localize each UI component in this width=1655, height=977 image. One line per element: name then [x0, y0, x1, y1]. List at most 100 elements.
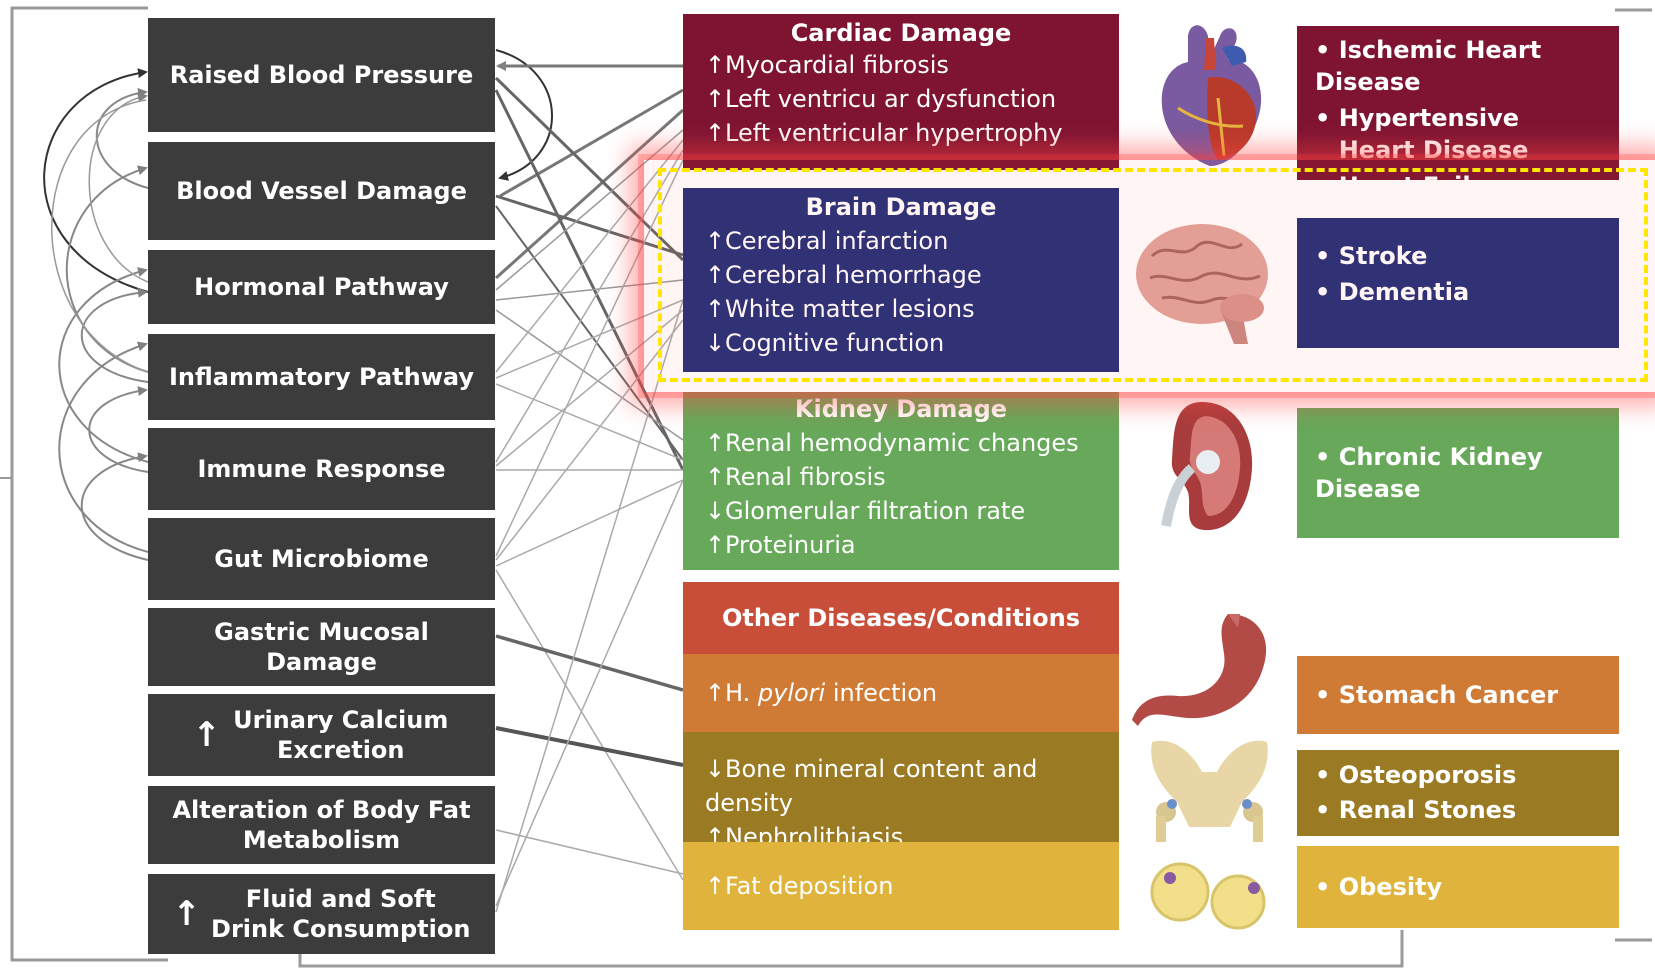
- kidney-diseases-box: • Chronic Kidney Disease: [1297, 408, 1619, 538]
- list-item: ↑Cerebral infarction: [683, 224, 1119, 258]
- disease-item: • Ischemic Heart Disease: [1315, 34, 1619, 98]
- brain-icon: [1132, 216, 1277, 346]
- mechanism-label: Urinary Calcium Excretion: [231, 705, 451, 765]
- disease-label: Renal Stones: [1339, 796, 1517, 824]
- list-item: ↑Renal hemodynamic changes: [683, 426, 1119, 460]
- mechanism-body-fat-metabolism: Alteration of Body Fat Metabolism: [148, 786, 495, 864]
- item-text: Renal fibrosis: [725, 463, 886, 491]
- panel-title: Brain Damage: [683, 190, 1119, 224]
- list-item: ↓Cognitive function: [683, 326, 1119, 360]
- arrow-icon: ↑: [705, 258, 725, 292]
- list-item: ↓Glomerular filtration rate: [683, 494, 1119, 528]
- bullet-icon: •: [1315, 172, 1330, 200]
- mechanism-label: Inflammatory Pathway: [169, 362, 474, 392]
- bullet-icon: •: [1315, 873, 1330, 901]
- up-arrow-icon: ↑: [172, 897, 201, 931]
- arrow-icon: ↑: [705, 676, 725, 710]
- mechanism-raised-blood-pressure: Raised Blood Pressure: [148, 18, 495, 132]
- mechanism-label: Blood Vessel Damage: [176, 176, 467, 206]
- mechanism-label: Hormonal Pathway: [194, 272, 449, 302]
- disease-label: Dementia: [1339, 278, 1469, 306]
- list-item: ↑Myocardial fibrosis: [683, 48, 1119, 82]
- mechanism-hormonal-pathway: Hormonal Pathway: [148, 250, 495, 324]
- arrow-icon: ↓: [705, 494, 725, 528]
- cardiac-diseases-box: • Ischemic Heart Disease • Hypertensive …: [1297, 26, 1619, 180]
- list-item: ↑Proteinuria: [683, 528, 1119, 562]
- mechanism-inflammatory-pathway: Inflammatory Pathway: [148, 334, 495, 420]
- bullet-icon: •: [1315, 681, 1330, 709]
- list-item: ↑Left ventricu ar dysfunction: [683, 82, 1119, 116]
- bullet-icon: •: [1315, 104, 1330, 132]
- disease-item: • Heart Failure: [1315, 170, 1619, 202]
- arrow-icon: ↑: [705, 292, 725, 326]
- stomach-icon: [1128, 608, 1278, 728]
- disease-item: • Chronic Kidney Disease: [1315, 441, 1619, 505]
- list-item: ↑White matter lesions: [683, 292, 1119, 326]
- item-text: Cognitive function: [725, 329, 944, 357]
- arrow-icon: ↑: [705, 82, 725, 116]
- disease-label: Osteoporosis: [1339, 761, 1517, 789]
- list-item: ↑Fat deposition: [683, 869, 893, 903]
- disease-item: • Renal Stones: [1315, 793, 1619, 828]
- bullet-icon: •: [1315, 796, 1330, 824]
- kidney-damage-panel: Kidney Damage ↑Renal hemodynamic changes…: [683, 392, 1119, 570]
- item-text: infection: [825, 679, 937, 707]
- item-text: Left ventricu ar dysfunction: [725, 85, 1056, 113]
- disease-label: Heart Failure: [1339, 172, 1516, 200]
- mechanism-label: Raised Blood Pressure: [170, 60, 474, 90]
- mechanism-label: Fluid and Soft Drink Consumption: [211, 884, 471, 944]
- panel-title: Kidney Damage: [683, 392, 1119, 426]
- heart-icon: [1148, 18, 1278, 168]
- brain-diseases-box: • Stroke • Dementia: [1297, 218, 1619, 348]
- arrow-icon: ↑: [705, 426, 725, 460]
- stomach-diseases-box: • Stomach Cancer: [1297, 656, 1619, 734]
- mechanism-label: Gut Microbiome: [214, 544, 428, 574]
- disease-label: Stomach Cancer: [1339, 681, 1558, 709]
- disease-item: • Stroke: [1315, 238, 1619, 274]
- item-text: Cerebral infarction: [725, 227, 948, 255]
- fat-diseases-box: • Obesity: [1297, 846, 1619, 928]
- disease-item: • Osteoporosis: [1315, 758, 1619, 793]
- list-item: ↑H. pylori infection: [683, 676, 937, 710]
- disease-item: • Dementia: [1315, 274, 1619, 310]
- disease-label: Hypertensive Heart Disease: [1339, 102, 1589, 166]
- arrow-icon: ↑: [705, 528, 725, 562]
- arrow-icon: ↓: [705, 752, 725, 786]
- item-text: White matter lesions: [725, 295, 975, 323]
- panel-title: Other Diseases/Conditions: [722, 604, 1080, 632]
- bullet-icon: •: [1315, 242, 1330, 270]
- item-text: Proteinuria: [725, 531, 856, 559]
- mechanism-label: Immune Response: [197, 454, 445, 484]
- arrow-icon: ↑: [705, 460, 725, 494]
- fat-panel: ↑Fat deposition: [683, 842, 1119, 930]
- panel-title: Cardiac Damage: [683, 18, 1119, 48]
- other-diseases-panel: Other Diseases/Conditions: [683, 582, 1119, 654]
- fat-cells-icon: [1148, 856, 1270, 936]
- list-item: ↑Cerebral hemorrhage: [683, 258, 1119, 292]
- disease-label: Ischemic Heart Disease: [1315, 36, 1541, 96]
- arrow-icon: ↑: [705, 224, 725, 258]
- h-pylori-panel: ↑H. pylori infection: [683, 654, 1119, 732]
- mechanism-urinary-calcium-excretion: ↑ Urinary Calcium Excretion: [148, 694, 495, 776]
- brain-damage-panel: Brain Damage ↑Cerebral infarction ↑Cereb…: [683, 188, 1119, 372]
- item-text: H.: [725, 679, 758, 707]
- disease-item: • Hypertensive Heart Disease: [1315, 102, 1619, 166]
- item-text: Left ventricular hypertrophy: [725, 119, 1063, 147]
- item-text: Renal hemodynamic changes: [725, 429, 1079, 457]
- disease-label: Obesity: [1339, 873, 1443, 901]
- list-item: ↓Bone mineral content and density: [683, 752, 1119, 820]
- up-arrow-icon: ↑: [192, 718, 221, 752]
- disease-label: Chronic Kidney Disease: [1315, 443, 1543, 503]
- mechanism-label: Alteration of Body Fat Metabolism: [156, 795, 487, 855]
- disease-item: • Stomach Cancer: [1315, 679, 1558, 711]
- kidney-icon: [1142, 396, 1262, 536]
- bullet-icon: •: [1315, 443, 1330, 471]
- list-item: ↑Renal fibrosis: [683, 460, 1119, 494]
- bullet-icon: •: [1315, 36, 1330, 64]
- pelvis-bone-icon: [1142, 732, 1277, 842]
- bullet-icon: •: [1315, 278, 1330, 306]
- mechanism-label: Gastric Mucosal Damage: [156, 617, 487, 677]
- mechanism-immune-response: Immune Response: [148, 428, 495, 510]
- bullet-icon: •: [1315, 761, 1330, 789]
- mechanism-gut-microbiome: Gut Microbiome: [148, 518, 495, 600]
